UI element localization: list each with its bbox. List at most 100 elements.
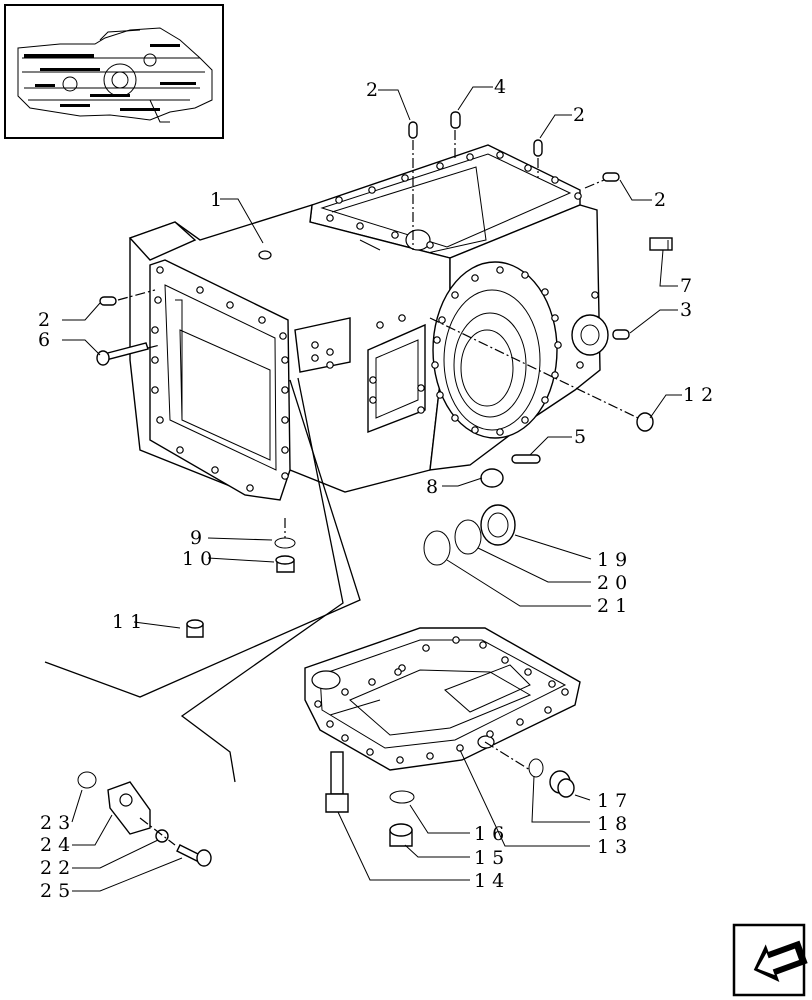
bolt-hole [281, 356, 289, 364]
pin-3 [612, 329, 630, 340]
bolt-hole [433, 336, 441, 344]
dowel-pin-4 [450, 111, 461, 129]
callout-7: 7 [680, 275, 692, 297]
bolt-hole [366, 748, 374, 756]
bolt-hole [246, 484, 254, 492]
plug-10 [275, 555, 295, 573]
bolt-hole [544, 706, 552, 714]
bolt-hole [591, 291, 599, 299]
callout-3: 3 [680, 299, 692, 321]
o-ring-18 [528, 758, 544, 778]
flange-24 [107, 781, 151, 835]
bolt-hole [279, 332, 287, 340]
ring-20 [454, 519, 482, 555]
assembly-overview-thumbnail[interactable] [4, 4, 224, 139]
callout-15: 1 5 [474, 847, 504, 869]
o-ring-23 [77, 771, 97, 789]
bolt-14 [325, 751, 349, 813]
assembly-axes [117, 130, 639, 846]
bolt-hole [521, 271, 529, 279]
bolt-hole [554, 341, 562, 349]
bolt-hole [226, 301, 234, 309]
bolt-hole [368, 678, 376, 686]
bolt-hole [376, 321, 384, 329]
bolt-hole [479, 641, 487, 649]
bolt-hole [156, 416, 164, 424]
bolt-hole [451, 414, 459, 422]
bolt-hole [486, 730, 494, 738]
bolt-hole [471, 274, 479, 282]
callout-11: 1 1 [112, 611, 142, 633]
callout-21: 2 1 [597, 595, 627, 617]
plug-12 [636, 412, 654, 432]
callout-2: 2 [366, 79, 378, 101]
sump-bolt-holes [314, 636, 569, 764]
bolt-hole [521, 416, 529, 424]
plug-17 [549, 770, 575, 798]
callout-2: 2 [573, 104, 585, 126]
bolt-hole [551, 371, 559, 379]
callout-10: 1 0 [182, 548, 212, 570]
dowel-pin [533, 139, 543, 157]
callout-1: 1 [210, 189, 222, 211]
small-parts [77, 111, 673, 867]
bolt-hole [438, 316, 446, 324]
bolt-hole [281, 416, 289, 424]
bolt-hole [176, 446, 184, 454]
dowel-pin [602, 172, 620, 182]
bolt-hole [516, 718, 524, 726]
bolt-hole [356, 222, 364, 230]
callout-22: 2 2 [40, 857, 70, 879]
callout-8: 8 [426, 476, 438, 498]
callout-6: 6 [38, 329, 50, 351]
bolt-hole [417, 384, 425, 392]
callout-17: 1 7 [597, 790, 627, 812]
bolt-hole [426, 241, 434, 249]
callout-23: 2 3 [40, 812, 70, 834]
bolt-hole [369, 376, 377, 384]
callout-5: 5 [574, 426, 586, 448]
pin-5 [511, 454, 541, 464]
callout-25: 2 5 [40, 880, 70, 902]
callout-12: 1 2 [683, 384, 713, 406]
bolt-hole [311, 354, 319, 362]
callout-13: 1 3 [597, 836, 627, 858]
bolt-hole [496, 151, 504, 159]
bolt-hole [431, 361, 439, 369]
transmission-housing [128, 144, 609, 501]
bolt-hole [398, 314, 406, 322]
bolt-hole [326, 361, 334, 369]
previous-page-arrow-icon[interactable] [732, 923, 810, 997]
bolt-hole [456, 744, 464, 752]
bolt-hole [341, 688, 349, 696]
plug-8 [480, 468, 504, 488]
bolt-hole [311, 341, 319, 349]
bolt-hole [281, 386, 289, 394]
washer-9 [274, 537, 296, 549]
callout-14: 1 4 [474, 870, 504, 892]
bolt-hole [561, 688, 569, 696]
bolt-hole [369, 396, 377, 404]
bolt-hole [335, 196, 343, 204]
bolt-hole [541, 396, 549, 404]
bolt-hole [436, 391, 444, 399]
oil-sump [304, 627, 581, 771]
bolt-hole [314, 700, 322, 708]
callout-9: 9 [190, 527, 202, 549]
bolt-hole [391, 231, 399, 239]
bolt-hole [541, 288, 549, 296]
bolt-hole [151, 326, 159, 334]
bolt-hole [326, 348, 334, 356]
bolt-hole [258, 316, 266, 324]
callout-19: 1 9 [597, 549, 627, 571]
o-ring-16 [389, 790, 415, 804]
bolt-hole [196, 286, 204, 294]
bolt-hole [368, 186, 376, 194]
bolt-hole [394, 668, 402, 676]
bolt-hole [524, 164, 532, 172]
bolt-hole [281, 472, 289, 480]
bolt-hole [401, 174, 409, 182]
bolt-hole [326, 720, 334, 728]
bolt-hole [574, 192, 582, 200]
